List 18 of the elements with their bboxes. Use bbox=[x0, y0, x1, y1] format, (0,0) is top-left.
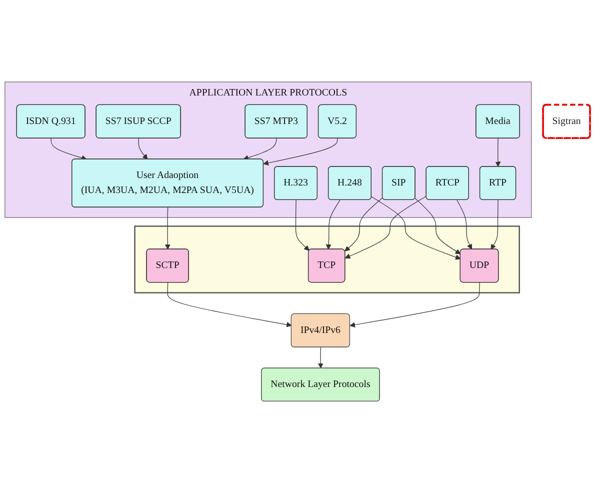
arrow bbox=[295, 200, 310, 252]
arrow bbox=[50, 138, 87, 161]
cluster bbox=[134, 226, 520, 294]
arrow bbox=[263, 138, 338, 166]
arrow bbox=[350, 282, 480, 328]
arrow bbox=[326, 200, 340, 250]
arrow bbox=[165, 207, 170, 250]
arrow bbox=[138, 138, 148, 160]
arrow bbox=[495, 138, 501, 168]
arrow bbox=[344, 198, 383, 252]
arrow bbox=[490, 200, 498, 250]
arrow bbox=[167, 282, 292, 328]
arrow bbox=[414, 198, 461, 255]
arrow bbox=[371, 196, 461, 260]
arrow bbox=[456, 200, 472, 250]
arrow bbox=[344, 196, 427, 260]
arrow bbox=[318, 347, 324, 369]
arrow bbox=[243, 138, 277, 161]
